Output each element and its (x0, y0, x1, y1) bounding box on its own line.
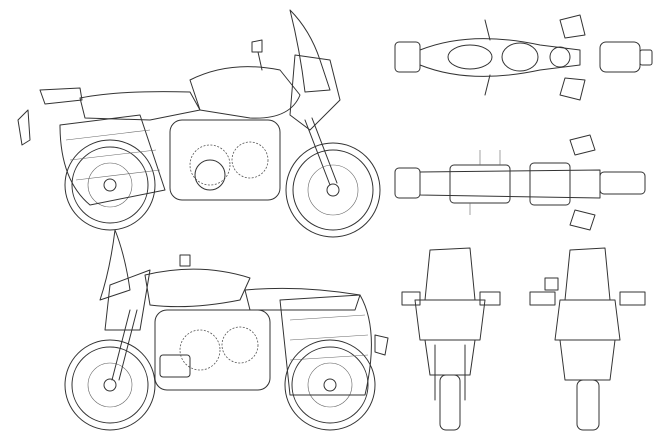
motorcycle-front-view (401, 247, 501, 431)
windscreen (289, 9, 331, 93)
engine (169, 119, 281, 201)
saddlebag (59, 114, 166, 206)
rear-rack (39, 87, 83, 105)
fuel-tank (189, 66, 301, 119)
front-fairing (289, 54, 341, 131)
motorcycle-top-view (394, 14, 653, 101)
motorcycle-rear-view (529, 247, 646, 431)
seat (79, 91, 201, 121)
motorcycle-bottom-view (394, 134, 646, 231)
motorcycle-left-side-view (64, 229, 389, 431)
motorcycle-right-side-view (17, 9, 381, 238)
tail-light (17, 109, 31, 146)
front-wheel (285, 142, 381, 238)
front-fork (304, 117, 338, 186)
rear-wheel (64, 139, 156, 231)
mirror (251, 39, 263, 71)
